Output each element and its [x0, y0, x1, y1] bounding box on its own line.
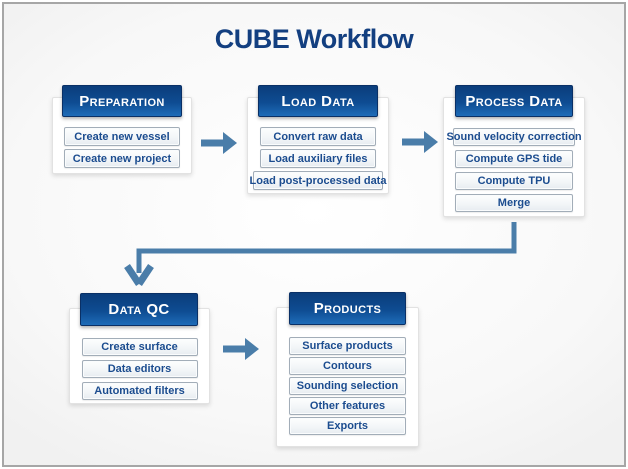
step-header-label: Load Data [281, 92, 355, 110]
step-item: Create new vessel [64, 127, 180, 146]
flow-arrow-right-icon [201, 132, 237, 154]
step-header-label: Preparation [79, 92, 165, 110]
step-item: Load auxiliary files [260, 149, 376, 168]
step-item: Load post-processed data [250, 171, 386, 190]
step-item: Automated filters [81, 382, 198, 400]
flow-arrow-right-icon [223, 338, 259, 360]
step-header-label: Process Data [465, 92, 563, 110]
step-item: Other features [289, 397, 406, 415]
step-header: Preparation [62, 85, 182, 117]
step-item: Compute TPU [455, 172, 573, 190]
step-item: Sound velocity correction [446, 128, 582, 146]
step-item: Merge [455, 194, 573, 212]
step-item: Create surface [81, 338, 198, 356]
step-item: Exports [289, 417, 406, 435]
step-item: Sounding selection [289, 377, 406, 395]
step-header: Load Data [258, 85, 378, 117]
step-header: Products [289, 292, 406, 325]
step-item: Convert raw data [260, 127, 376, 146]
step-item: Compute GPS tide [455, 150, 573, 168]
step-item: Surface products [289, 337, 406, 355]
step-header: Data QC [80, 293, 198, 326]
step-header: Process Data [455, 85, 573, 117]
step-header-label: Products [313, 300, 382, 317]
step-item: Data editors [81, 360, 198, 378]
flow-arrow-right-icon [402, 131, 438, 153]
step-item: Create new project [64, 149, 180, 168]
page-title: CUBE Workflow [214, 24, 414, 54]
step-header-label: Data QC [108, 301, 170, 318]
step-item: Contours [289, 357, 406, 375]
